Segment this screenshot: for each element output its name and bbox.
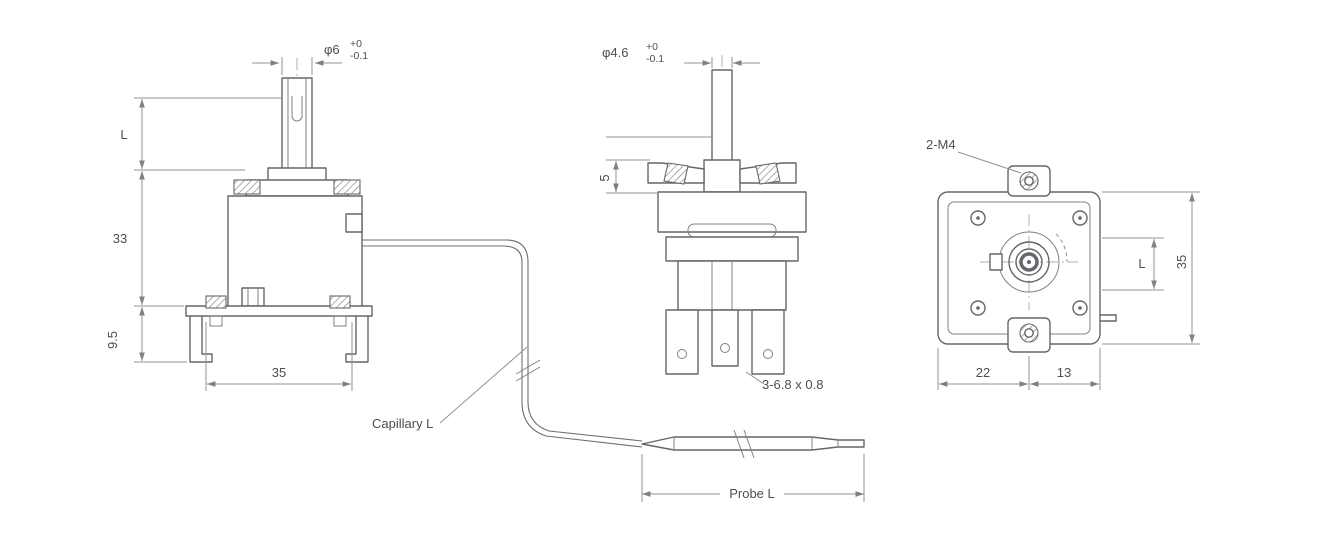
probe-dimension: Probe L	[641, 454, 865, 502]
side-shaft-tol-upper: +0	[646, 41, 658, 53]
side-terminals	[665, 309, 785, 375]
center-clip	[241, 287, 265, 307]
shaft-slot	[291, 96, 303, 122]
rear-dim-13: 13	[1057, 365, 1071, 380]
front-screw-right	[333, 179, 361, 195]
side-dim-5: 5	[597, 174, 612, 181]
probe-bulb	[641, 436, 865, 451]
bracket-screw-right	[329, 295, 351, 309]
terminal-spec-label: 3-6.8 x 0.8	[762, 377, 823, 392]
rear-dimensions: 2-M4 22 13 L 35	[926, 137, 1200, 390]
rear-mounting-tabs	[1007, 165, 1051, 353]
capillary-exit-tab	[345, 213, 363, 233]
probe-label: Probe L	[729, 486, 775, 501]
rear-m4-label: 2-M4	[926, 137, 956, 152]
rear-shaft-boss	[980, 214, 1078, 310]
front-screw-left	[233, 179, 261, 195]
bracket-leg-right	[345, 315, 369, 363]
terminal-1-hole	[677, 349, 687, 359]
front-shaft-tol-lower: -0.1	[350, 50, 368, 62]
rear-side-pin	[1099, 314, 1117, 322]
side-shaft-dia-label: φ4.6	[602, 45, 629, 60]
rear-view: 2-M4 22 13 L 35	[926, 137, 1200, 390]
rotation-arc	[1055, 233, 1068, 263]
terminal-2-hole	[720, 343, 730, 353]
rear-rivets	[970, 210, 1088, 316]
front-dim-33: 33	[113, 231, 127, 246]
rear-dim-22: 22	[976, 365, 990, 380]
front-bracket	[185, 295, 373, 363]
rear-dim-35: 35	[1174, 255, 1189, 269]
capillary-label: Capillary L	[372, 416, 433, 431]
side-body	[657, 191, 807, 311]
terminal-1	[665, 309, 699, 375]
capillary-leader	[439, 346, 528, 424]
bracket-leg-left	[189, 315, 213, 363]
side-dimensions: φ4.6 +0 -0.1 5 3-6.8 x 0.8	[597, 41, 823, 392]
front-dim-L: L	[120, 127, 127, 142]
front-dim-35: 35	[272, 365, 286, 380]
bracket-screw-left	[205, 295, 227, 309]
side-screw-left	[663, 162, 689, 185]
boss-notch	[989, 253, 1003, 271]
capillary-assembly: Capillary L Probe L	[362, 239, 865, 502]
side-view: φ4.6 +0 -0.1 5 3-6.8 x 0.8	[597, 41, 823, 392]
side-shaft-tol-lower: -0.1	[646, 53, 664, 65]
terminal-spec-leader	[745, 371, 765, 385]
front-shaft	[281, 77, 313, 173]
front-dimensions: φ6 +0 -0.1 L 33 9.5 35	[105, 38, 368, 391]
front-view: φ6 +0 -0.1 L 33 9.5 35	[105, 38, 373, 391]
terminal-2	[711, 309, 739, 367]
probe-break-mark	[733, 429, 745, 459]
capillary-break-mark	[515, 359, 541, 375]
front-shaft-tol-upper: +0	[350, 38, 362, 50]
rear-dim-L: L	[1138, 256, 1145, 271]
side-mounting-ears	[647, 159, 797, 193]
shaft-body	[281, 77, 313, 173]
front-body	[227, 195, 363, 309]
terminal-3	[751, 309, 785, 375]
side-hub	[703, 159, 741, 193]
front-dim-9-5: 9.5	[105, 331, 120, 349]
front-shaft-dia-label: φ6	[324, 42, 340, 57]
side-shaft	[711, 69, 733, 166]
terminal-3-hole	[763, 349, 773, 359]
m4-leader	[957, 151, 1022, 174]
side-screw-right	[755, 162, 781, 185]
front-flange	[233, 167, 361, 197]
